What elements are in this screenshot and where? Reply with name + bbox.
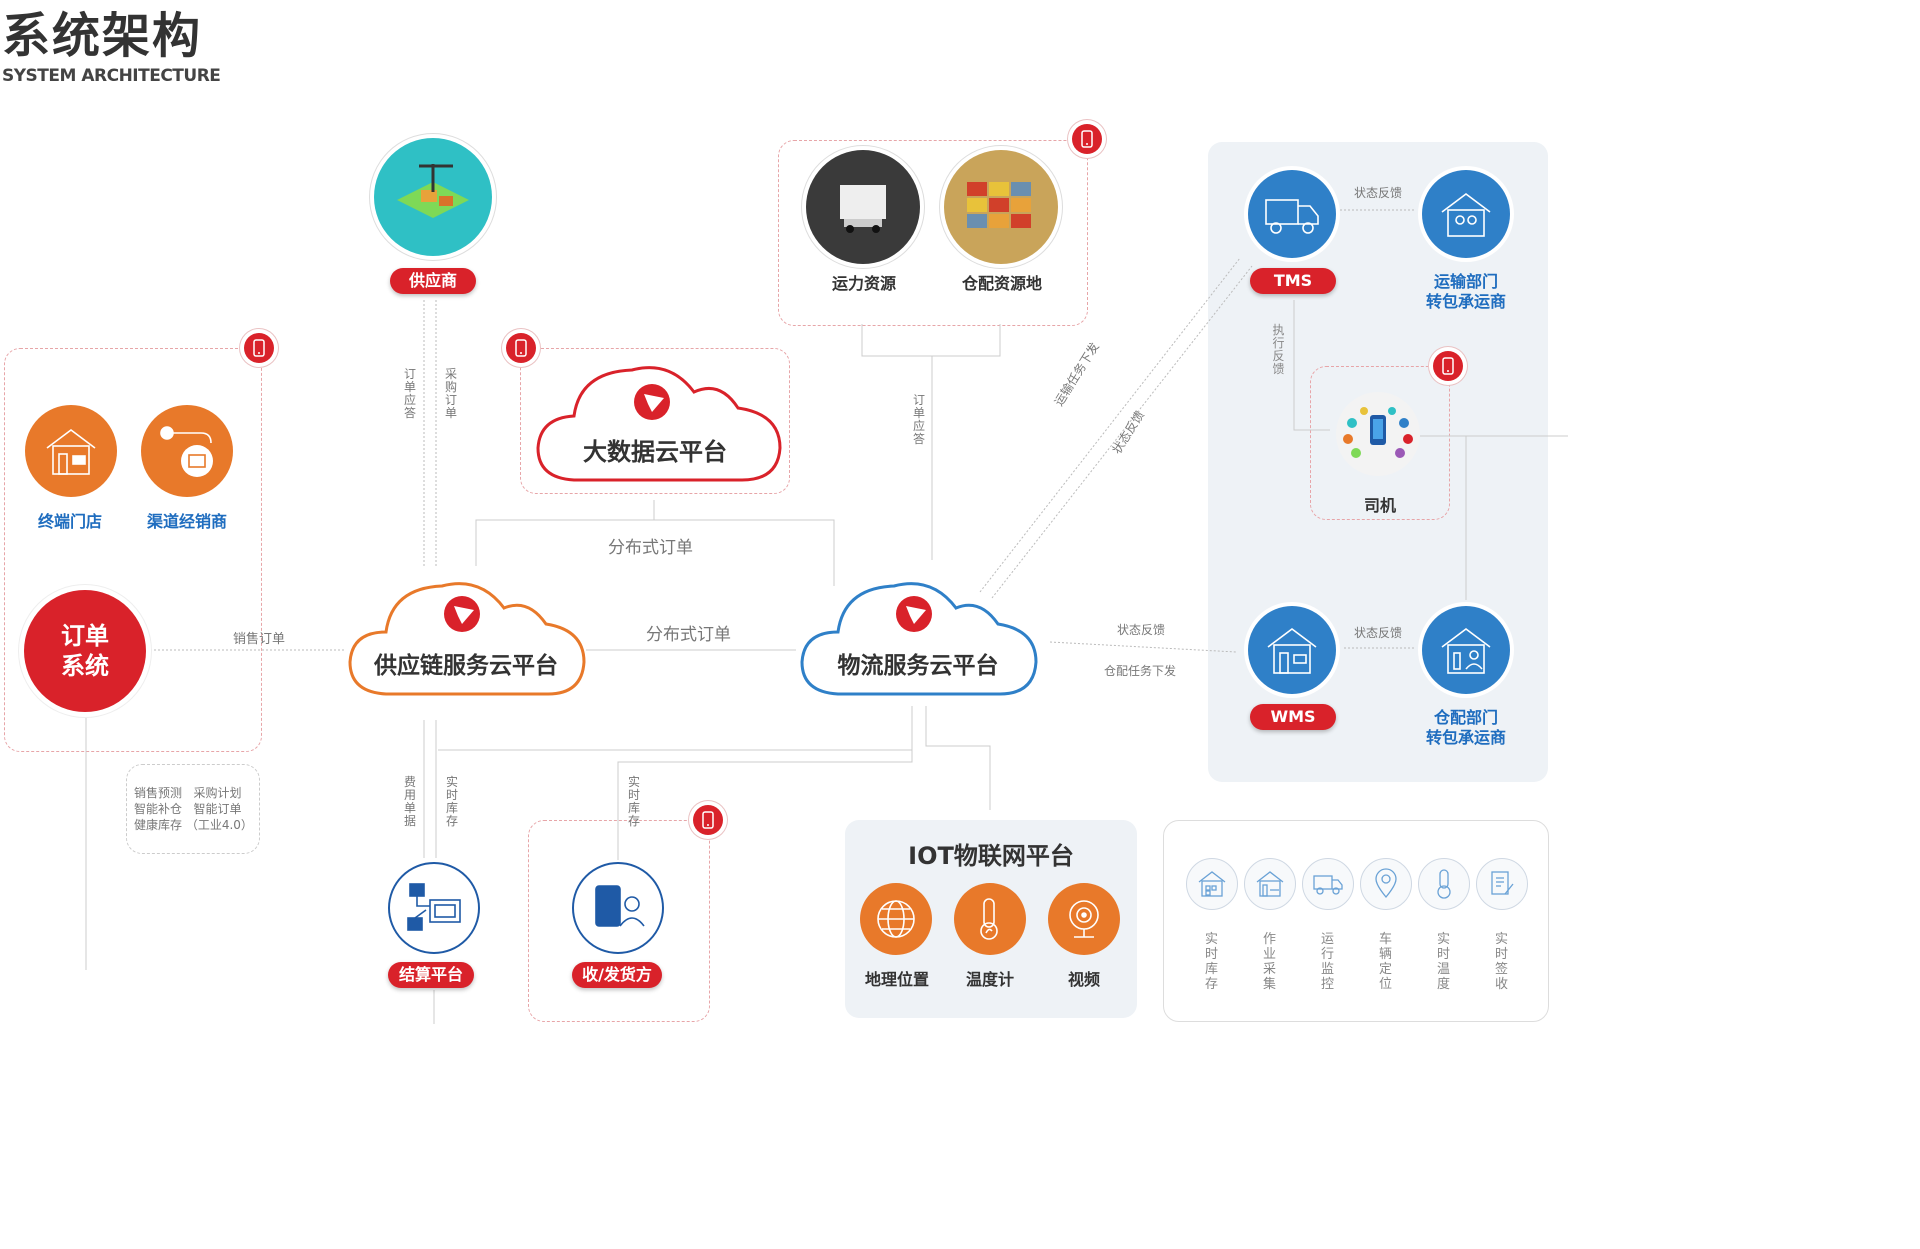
location-pin-icon bbox=[1360, 858, 1412, 910]
thermometer-icon bbox=[1418, 858, 1470, 910]
expense-doc-label: 费用单据 bbox=[403, 775, 416, 828]
order-system-line2: 系统 bbox=[61, 652, 109, 680]
status-feedback-wms-label: 状态反馈 bbox=[1354, 626, 1403, 640]
transport-dept-label-2: 转包承运商 bbox=[1425, 292, 1506, 311]
distributed-order-2-label: 分布式订单 bbox=[646, 625, 731, 645]
channel-dealer-icon bbox=[141, 405, 233, 497]
warehouse-resource-label: 仓配资源地 bbox=[961, 274, 1042, 293]
terminal-store-label: 终端门店 bbox=[37, 512, 102, 531]
function-label-monitor: 运行监控 bbox=[1320, 932, 1334, 992]
globe-icon bbox=[860, 883, 932, 955]
realtime-stock-2-label: 实时库存 bbox=[627, 775, 640, 828]
transport-resource-image bbox=[806, 150, 920, 264]
warehouse-task-label: 仓配任务下发 bbox=[1104, 664, 1177, 678]
phone-badge-icon bbox=[1433, 351, 1463, 381]
transport-dept-icon bbox=[1422, 170, 1510, 258]
warehouse-resource-image bbox=[944, 150, 1058, 264]
logistics-cloud-label: 物流服务云平台 bbox=[837, 653, 999, 679]
function-label-position: 车辆定位 bbox=[1378, 932, 1392, 992]
iot-title: IOT物联网平台 bbox=[908, 842, 1074, 870]
warehouse-dept-label-1: 仓配部门 bbox=[1433, 708, 1498, 727]
forecast-line2: 智能补仓 智能订单 bbox=[134, 802, 242, 816]
warehouse-dept-icon bbox=[1422, 606, 1510, 694]
phone-badge-icon bbox=[244, 333, 274, 363]
function-label-sign: 实时签收 bbox=[1494, 932, 1508, 992]
realtime-stock-1-label: 实时库存 bbox=[445, 775, 458, 828]
distributed-order-1-label: 分布式订单 bbox=[608, 538, 693, 558]
supplier-label: 供应商 bbox=[390, 268, 476, 294]
exec-feedback-label: 执行反馈 bbox=[1272, 323, 1285, 376]
channel-dealer-label: 渠道经销商 bbox=[146, 512, 227, 531]
bigdata-dashed-box bbox=[520, 348, 790, 494]
driver-dashed-box bbox=[1310, 366, 1450, 520]
phone-badge-icon bbox=[693, 805, 723, 835]
status-feedback-left-label: 状态反馈 bbox=[1117, 623, 1166, 637]
supplier-image bbox=[374, 138, 492, 256]
function-label-stock: 实时库存 bbox=[1204, 932, 1218, 992]
truck-icon bbox=[1302, 858, 1354, 910]
sales-order-label: 销售订单 bbox=[233, 632, 286, 647]
logistics-cloud bbox=[800, 582, 1038, 696]
house-icon bbox=[1244, 858, 1296, 910]
order-reply-2-label: 订单应答 bbox=[912, 393, 925, 446]
wms-label: WMS bbox=[1250, 704, 1336, 730]
receiver-icon bbox=[572, 862, 664, 954]
phone-badge-icon bbox=[1072, 124, 1102, 154]
supply-chain-cloud-label: 供应链服务云平台 bbox=[374, 653, 558, 679]
function-box bbox=[1163, 820, 1549, 1022]
order-system-line1: 订单 bbox=[61, 622, 109, 650]
driver-label: 司机 bbox=[1363, 496, 1396, 515]
page-subtitle: SYSTEM ARCHITECTURE bbox=[2, 66, 221, 86]
forecast-line1: 销售预测 采购计划 bbox=[134, 786, 242, 800]
iot-label-location: 地理位置 bbox=[864, 970, 929, 989]
receiver-dashed-box bbox=[528, 820, 710, 1022]
iot-label-thermometer: 温度计 bbox=[965, 970, 1014, 989]
bigdata-cloud bbox=[536, 366, 782, 482]
iot-label-video: 视频 bbox=[1067, 970, 1100, 989]
camera-icon bbox=[1048, 883, 1120, 955]
page-title: 系统架构 bbox=[2, 8, 203, 64]
left-dashed-box bbox=[4, 348, 262, 752]
warehouse-dept-label-2: 转包承运商 bbox=[1425, 728, 1506, 747]
bigdata-cloud-label: 大数据云平台 bbox=[583, 438, 727, 466]
transport-resource-label: 运力资源 bbox=[831, 274, 896, 293]
tms-icon bbox=[1248, 170, 1336, 258]
order-reply-label: 订单应答 bbox=[403, 367, 416, 420]
transport-dept-label-1: 运输部门 bbox=[1433, 272, 1498, 291]
connector-lines bbox=[85, 209, 1568, 1024]
driver-icon bbox=[1336, 392, 1420, 476]
tms-label: TMS bbox=[1250, 268, 1336, 294]
settlement-icon bbox=[388, 862, 480, 954]
forecast-box bbox=[126, 764, 260, 854]
wms-icon bbox=[1248, 606, 1336, 694]
thermometer-icon bbox=[954, 883, 1026, 955]
status-feedback-tms-label: 状态反馈 bbox=[1354, 186, 1403, 200]
phone-badge-icon bbox=[506, 333, 536, 363]
warehouse-icon bbox=[1186, 858, 1238, 910]
resource-dashed-box bbox=[778, 140, 1088, 326]
order-system-node: 订单 系统 bbox=[24, 590, 146, 712]
supply-chain-cloud bbox=[348, 582, 586, 696]
settlement-label: 结算平台 bbox=[388, 962, 474, 988]
purchase-order-label: 采购订单 bbox=[444, 367, 457, 420]
forecast-line3: 健康库存 （工业4.0） bbox=[134, 818, 253, 832]
function-label-temperature: 实时温度 bbox=[1436, 932, 1450, 992]
document-sign-icon bbox=[1476, 858, 1528, 910]
function-label-collect: 作业采集 bbox=[1262, 932, 1276, 992]
receiver-label: 收/发货方 bbox=[572, 962, 662, 988]
terminal-store-icon bbox=[25, 405, 117, 497]
